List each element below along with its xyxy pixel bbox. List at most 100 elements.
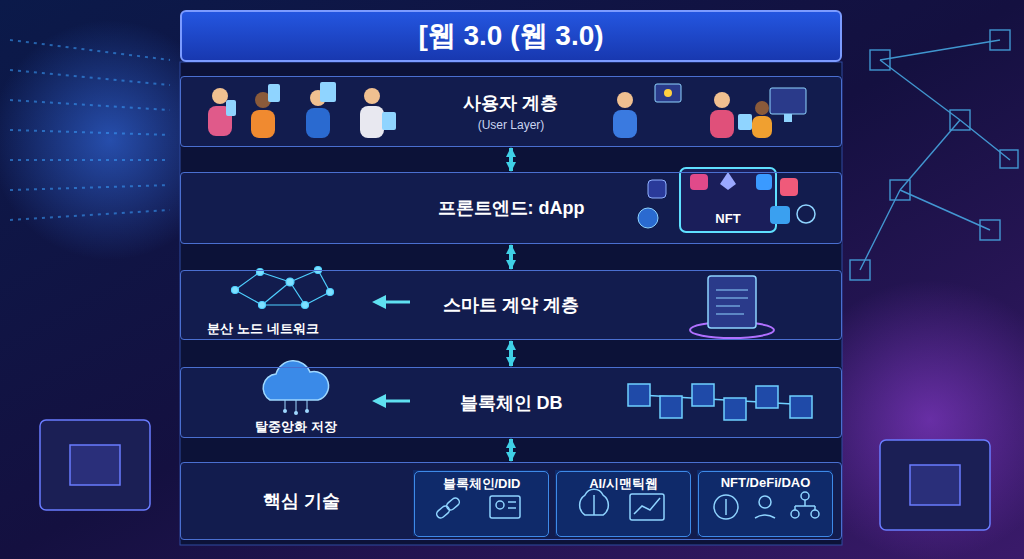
panel <box>555 470 690 536</box>
panel <box>180 62 842 545</box>
layer-band: 프론트엔드: dApp <box>180 172 842 244</box>
cube-network <box>880 40 1000 60</box>
block-chain <box>724 398 746 420</box>
people-right <box>613 110 637 138</box>
tech-icons <box>445 496 461 511</box>
dapp-screen <box>780 178 798 196</box>
panel <box>697 470 832 536</box>
cloud-storage <box>263 361 328 415</box>
tech-box: 블록체인/DID <box>414 471 549 537</box>
tech-icons <box>794 506 796 510</box>
title-text: [웹 3.0 (웹 3.0) <box>418 17 603 55</box>
people-right <box>714 92 730 108</box>
double-arrow <box>509 439 513 461</box>
block-chain <box>756 386 778 408</box>
dapp-screen <box>638 168 815 232</box>
chip <box>40 420 150 510</box>
tech-icons <box>630 494 664 520</box>
tech-icons <box>791 510 799 518</box>
cube-network <box>850 30 1018 280</box>
tech-icons <box>508 507 516 509</box>
node-title: 블록체인 DB <box>460 391 563 415</box>
data-streams <box>10 100 170 110</box>
cloud-storage <box>294 411 298 415</box>
pointer-arrow <box>372 394 386 408</box>
tech-icons <box>580 489 609 515</box>
node-network <box>305 292 330 305</box>
pointer-arrow <box>384 400 410 403</box>
contract-document <box>716 314 744 315</box>
tech-icons <box>435 504 451 519</box>
data-streams <box>10 40 170 60</box>
contract-document <box>708 276 756 328</box>
chip <box>910 465 960 505</box>
people-left <box>212 88 228 104</box>
double-arrow <box>509 245 513 269</box>
node-subtitle: (User Layer) <box>478 118 545 132</box>
chip <box>70 445 120 485</box>
panel <box>413 470 548 536</box>
chip <box>880 440 990 530</box>
tech-icons <box>814 506 816 510</box>
data-streams <box>10 210 170 220</box>
data-streams <box>10 40 170 220</box>
cube-network <box>880 60 960 120</box>
contract-document <box>716 290 748 291</box>
dapp-screen <box>720 172 736 190</box>
dapp-screen <box>640 205 664 221</box>
node-title: 사용자 계층 <box>463 91 558 115</box>
cube-network <box>870 50 890 70</box>
people-right <box>770 88 806 114</box>
contract-document <box>716 306 740 307</box>
cloud-storage <box>283 409 287 413</box>
double-arrow <box>509 341 513 366</box>
node-network <box>232 287 239 294</box>
cube-network <box>850 260 870 280</box>
people-left <box>360 106 384 138</box>
block-chain <box>790 396 812 418</box>
tech-icons <box>804 500 806 506</box>
panel <box>180 462 842 540</box>
people-left <box>226 100 236 116</box>
data-streams <box>10 130 170 135</box>
cloud-storage <box>305 409 309 413</box>
node-network <box>232 267 334 309</box>
tech-icons <box>795 505 815 507</box>
people-left <box>251 110 275 138</box>
node-network <box>262 282 290 305</box>
people-left <box>306 108 330 138</box>
title-bar: [웹 3.0 (웹 3.0) <box>180 10 842 62</box>
block-chain <box>628 384 812 420</box>
cloud-storage <box>285 400 286 410</box>
tech-icons <box>755 515 775 518</box>
people-right <box>738 114 752 130</box>
tech-icons <box>435 489 819 520</box>
data-streams <box>10 159 170 161</box>
cube-network <box>900 190 990 230</box>
people-right <box>752 116 772 138</box>
cloud-storage <box>296 400 297 412</box>
panel <box>180 270 842 340</box>
people-left <box>320 82 336 102</box>
people-right <box>755 101 769 115</box>
tech-box: NFT/DeFi/DAO <box>698 471 833 537</box>
dapp-screen <box>638 208 658 228</box>
node-title: 핵심 기술 <box>263 489 340 513</box>
part-label: 분산 노드 네트워크 <box>207 320 318 338</box>
cube-network <box>890 180 910 200</box>
dapp-screen <box>797 205 815 223</box>
dapp-screen <box>770 206 790 224</box>
people-right <box>710 110 734 138</box>
people-left <box>382 112 396 130</box>
tech-icons <box>634 498 660 514</box>
tech-icons <box>490 496 520 518</box>
people-left <box>268 84 280 102</box>
tech-icons <box>593 495 595 515</box>
people-left <box>364 88 380 104</box>
layer-band: 사용자 계층 (User Layer) <box>180 76 842 147</box>
